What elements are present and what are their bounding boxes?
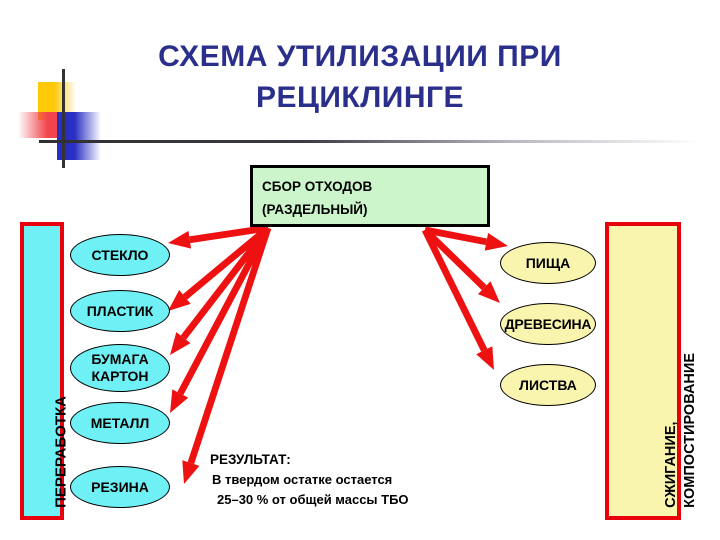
node-label: ПИЩА — [525, 254, 571, 271]
arrow-to-recycling-1 — [168, 225, 271, 311]
recycling-node-1: ПЛАСТИК — [70, 290, 170, 332]
disposal-node-0: ПИЩА — [500, 242, 596, 284]
result-line-3: 25–30 % от общей массы ТБО — [217, 492, 409, 507]
collection-box-line-2: (РАЗДЕЛЬНЫЙ) — [262, 202, 368, 217]
result-note: РЕЗУЛЬТАТ: В твердом остатке остается 25… — [210, 450, 409, 510]
collection-box: СБОР ОТХОДОВ (РАЗДЕЛЬНЫЙ) — [250, 165, 490, 227]
logo-vertical-rule — [62, 69, 65, 168]
recycling-node-4: РЕЗИНА — [70, 466, 170, 508]
logo-red-square — [18, 112, 60, 138]
arrow-to-recycling-4 — [182, 226, 272, 484]
arrow-to-disposal-2 — [421, 228, 494, 370]
arrow-to-disposal-0 — [424, 226, 508, 251]
panel-incineration-composting-label: СЖИГАНИЕ, КОМПОСТИРОВАНИЕ — [663, 353, 698, 508]
panel-recycling-label: ПЕРЕРАБОТКА — [52, 396, 70, 508]
disposal-node-2: ЛИСТВА — [500, 364, 596, 406]
node-label: МЕТАЛЛ — [90, 414, 150, 431]
panel-incineration-composting: СЖИГАНИЕ, КОМПОСТИРОВАНИЕ — [605, 222, 698, 520]
collection-box-line-1: СБОР ОТХОДОВ — [262, 179, 373, 194]
panel-recycling: ПЕРЕРАБОТКА — [20, 222, 70, 520]
logo-horizontal-rule — [39, 140, 699, 143]
arrow-to-recycling-2 — [170, 225, 271, 355]
result-line-2: В твердом остатке остается — [212, 472, 393, 487]
arrow-to-disposal-1 — [422, 227, 500, 303]
disposal-node-1: ДРЕВЕСИНА — [500, 303, 596, 345]
node-label: РЕЗИНА — [91, 478, 149, 495]
node-label: ПЛАСТИК — [86, 302, 154, 319]
page-title: СХЕМА УТИЛИЗАЦИИ ПРИ РЕЦИКЛИНГЕ — [158, 40, 562, 114]
recycling-node-0: СТЕКЛО — [70, 234, 170, 276]
node-label: БУМАГА КАРТОН — [91, 351, 149, 384]
node-label: ЛИСТВА — [519, 376, 577, 393]
recycling-node-3: МЕТАЛЛ — [70, 402, 170, 444]
node-label: ДРЕВЕСИНА — [504, 315, 592, 332]
arrow-to-recycling-0 — [168, 224, 269, 249]
arrow-to-recycling-3 — [170, 226, 272, 413]
node-label: СТЕКЛО — [91, 246, 149, 263]
result-heading: РЕЗУЛЬТАТ: — [210, 452, 291, 467]
recycling-node-2: БУМАГА КАРТОН — [70, 344, 170, 392]
